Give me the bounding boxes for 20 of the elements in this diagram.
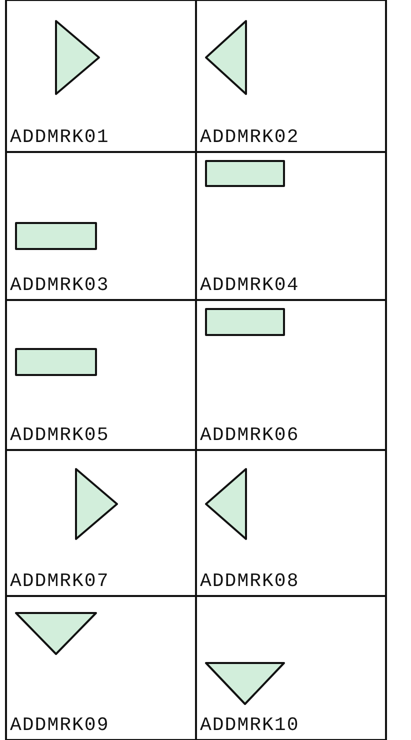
symbol-label: ADDMRK09 [10,714,110,736]
symbol-label: ADDMRK01 [10,126,110,148]
symbol-label: ADDMRK10 [200,714,300,736]
symbol-label: ADDMRK04 [200,274,300,296]
rectangle-symbol [205,160,285,187]
rectangle-symbol [205,308,285,336]
triangle-symbol [205,20,247,95]
triangle-symbol [205,662,285,705]
symbol-label: ADDMRK02 [200,126,300,148]
symbol-label: ADDMRK07 [10,570,110,592]
symbol-label: ADDMRK06 [200,424,300,446]
triangle-symbol [15,612,97,655]
triangle-symbol [75,468,118,540]
triangle-symbol [55,20,100,95]
rectangle-symbol [15,222,97,250]
triangle-symbol [205,468,247,540]
rectangle-symbol [15,348,97,376]
symbol-label: ADDMRK08 [200,570,300,592]
symbol-label: ADDMRK05 [10,424,110,446]
symbol-label: ADDMRK03 [10,274,110,296]
